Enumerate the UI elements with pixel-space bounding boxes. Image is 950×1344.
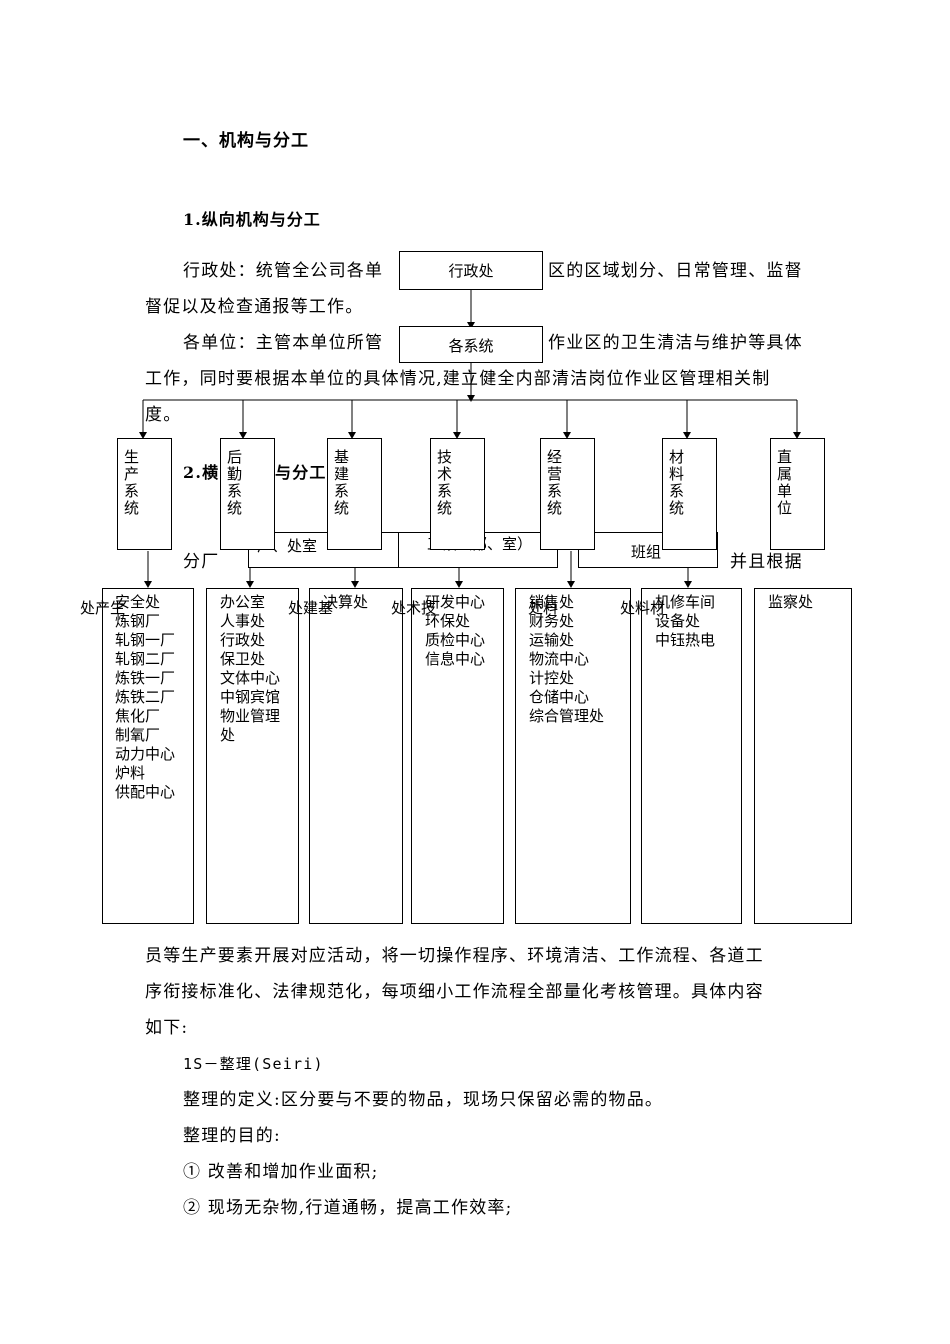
list-item: 设备处	[655, 612, 701, 630]
para1-line1-a: 行政处：统管全公司各单	[183, 261, 384, 281]
list-item: 炉料	[115, 764, 146, 782]
list-item: 信息中心	[425, 650, 486, 668]
list-item: 监察处	[768, 593, 814, 611]
body-line-2: 序衔接标准化、法律规范化，每项细小工作流程全部量化考核管理。具体内容	[145, 982, 764, 1002]
system-box-logistics: 后勤系统	[220, 438, 275, 550]
list-item: 仓储中心	[529, 688, 590, 706]
list-item: 综合管理处	[529, 707, 605, 725]
subsection-title-vertical: 1.纵向机构与分工	[183, 210, 321, 229]
list-item: 销售处	[529, 593, 575, 611]
list-item: 制氧厂	[115, 726, 161, 744]
outside-label-technology: 处术技	[391, 599, 437, 617]
s1-item-1: ① 改善和增加作业面积;	[183, 1162, 379, 1182]
para2-line1-b: 作业区的卫生清洁与维护等具体	[548, 333, 803, 353]
outside-label-materials: 处料材	[620, 599, 666, 617]
list-item: 行政处	[220, 631, 266, 649]
list-item: 轧钢二厂	[115, 650, 176, 668]
list-box-direct-units: 监察处	[754, 588, 852, 924]
list-item: 供配中心	[115, 783, 176, 801]
list-box-operations: 销售处 财务处 运输处 物流中心 计控处 仓储中心 综合管理处	[515, 588, 631, 924]
list-item: 焦化厂	[115, 707, 161, 725]
outside-label-construction: 处建基	[288, 599, 334, 617]
list-item: 物业管理	[220, 707, 281, 725]
list-item: 保卫处	[220, 650, 266, 668]
para2-line2: 工作，同时要根据本单位的具体情况,建立健全内部清洁岗位作业区管理相关制	[145, 369, 771, 389]
list-item: 人事处	[220, 612, 266, 630]
list-item: 炼钢厂	[115, 612, 161, 630]
list-item: 中钢宾馆	[220, 688, 281, 706]
para2-line1-a: 各单位：主管本单位所管	[183, 333, 384, 353]
list-item: 炼铁二厂	[115, 688, 176, 706]
s1-title: 1S－整理(Seiri)	[183, 1055, 324, 1073]
org-box-all-systems: 各系统	[399, 326, 543, 363]
hidden-line-b: 并且根据	[730, 552, 803, 572]
org-box-admin-office: 行政处	[399, 251, 543, 290]
list-item: 运输处	[529, 631, 575, 649]
section-title: 一、机构与分工	[183, 131, 309, 151]
list-item: 质检中心	[425, 631, 486, 649]
list-item: 研发中心	[425, 593, 486, 611]
s1-purpose: 整理的目的:	[183, 1126, 281, 1146]
outside-label-production: 处产生	[80, 599, 126, 617]
list-item: 办公室	[220, 593, 266, 611]
list-item: 财务处	[529, 612, 575, 630]
list-box-logistics: 办公室 人事处 行政处 保卫处 文体中心 中钢宾馆 物业管理 处	[206, 588, 299, 924]
para1-line1-b: 区的区域划分、日常管理、监督	[548, 261, 803, 281]
list-item: 环保处	[425, 612, 471, 630]
subsection-title-horizontal-b: 与分工	[275, 463, 327, 482]
list-item: 计控处	[529, 669, 575, 687]
para1-line2: 督促以及检查通报等工作。	[145, 297, 364, 317]
system-box-construction: 基建系统	[327, 438, 382, 550]
system-box-direct-units: 直属单位	[770, 438, 825, 550]
list-box-production: 安全处 炼钢厂 轧钢一厂 轧钢二厂 炼铁一厂 炼铁二厂 焦化厂 制氧厂 动力中心…	[102, 588, 194, 924]
hidden-line-a: 分厂	[183, 552, 220, 572]
system-box-technology: 技术系统	[430, 438, 485, 550]
list-item: 炼铁一厂	[115, 669, 176, 687]
system-box-materials: 材料系统	[662, 438, 717, 550]
s1-item-2: ② 现场无杂物,行道通畅，提高工作效率;	[183, 1198, 513, 1218]
body-line-3: 如下:	[145, 1018, 189, 1038]
body-line-1: 员等生产要素开展对应活动，将一切操作程序、环境清洁、工作流程、各道工	[145, 946, 764, 966]
subsection-title-horizontal-a: 2.横	[183, 463, 220, 482]
list-item: 中钰热电	[655, 631, 716, 649]
list-item: 物流中心	[529, 650, 590, 668]
list-item: 文体中心	[220, 669, 281, 687]
list-box-technology: 研发中心 环保处 质检中心 信息中心	[411, 588, 504, 924]
list-item: 轧钢一厂	[115, 631, 176, 649]
list-item: 动力中心	[115, 745, 176, 763]
list-box-materials: 机修车间 设备处 中钰热电	[641, 588, 742, 924]
system-box-operations: 经营系统	[540, 438, 595, 550]
list-item: 处	[220, 726, 236, 744]
outside-label-operations: 处料	[528, 599, 559, 617]
list-item: 决算处	[323, 593, 369, 611]
list-item: 安全处	[115, 593, 161, 611]
para2-line3: 度。	[145, 405, 182, 425]
list-item: 机修车间	[655, 593, 716, 611]
s1-definition: 整理的定义:区分要与不要的物品，现场只保留必需的物品。	[183, 1090, 664, 1110]
list-box-construction: 决算处	[309, 588, 403, 924]
system-box-production: 生产系统	[117, 438, 172, 550]
